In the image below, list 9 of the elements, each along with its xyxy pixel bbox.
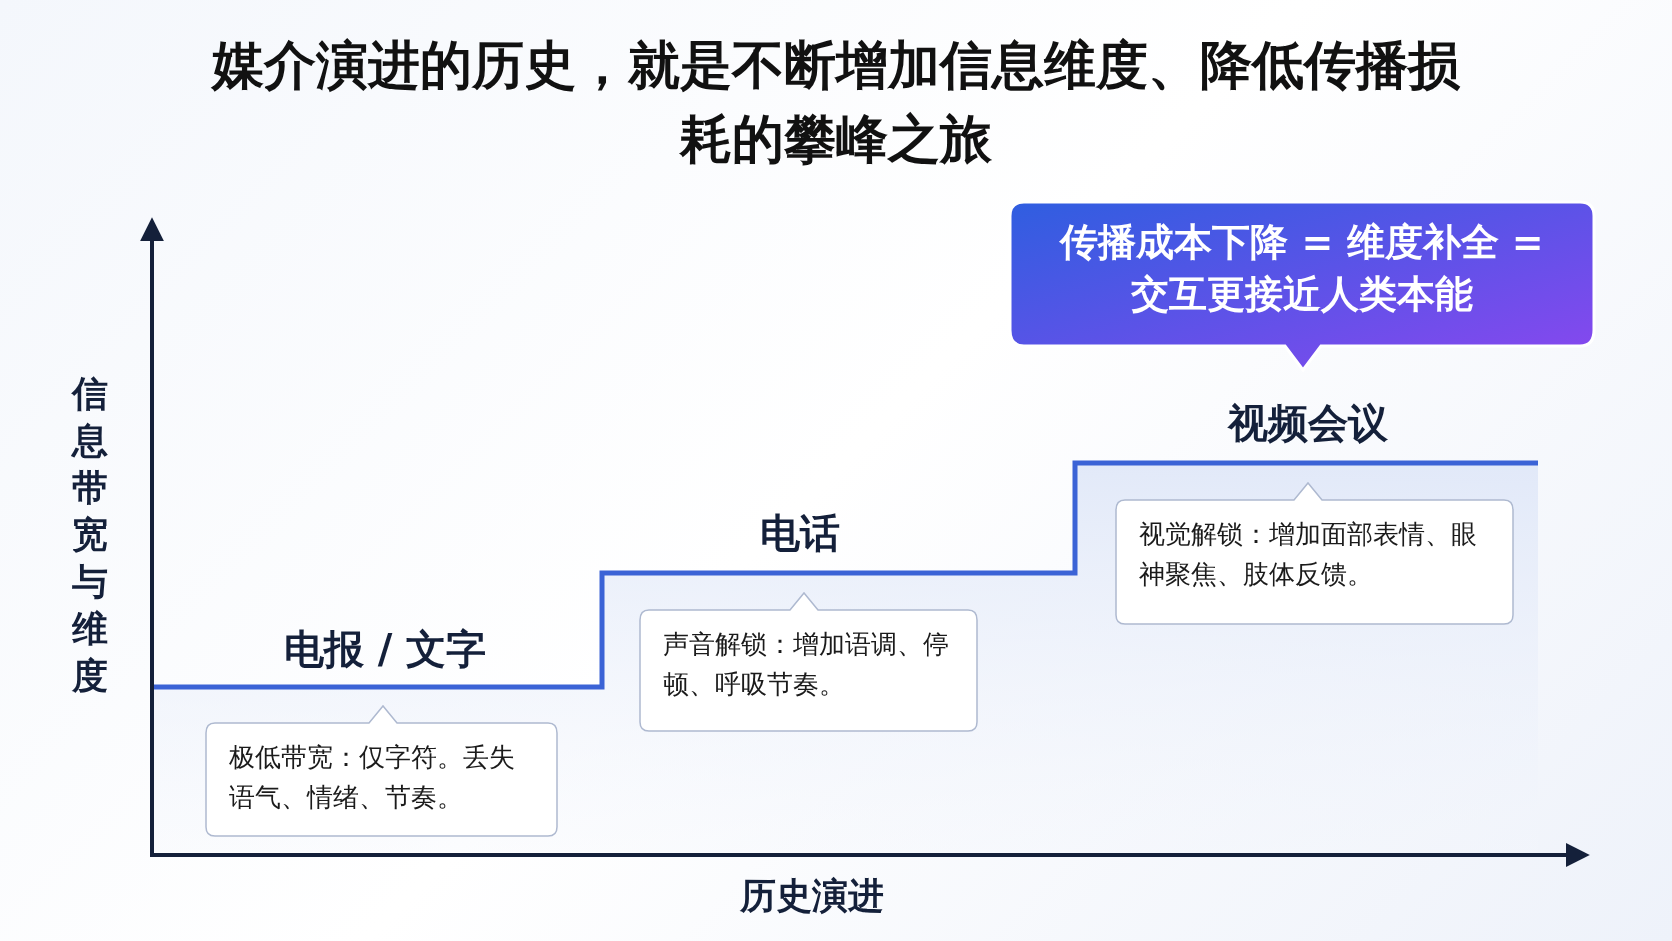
x-axis-title: 历史演进 [740, 874, 884, 918]
speech-bubble: 声音解锁：增加语调、停顿、呼吸节奏。 [639, 592, 978, 732]
speech-bubble: 视觉解锁：增加面部表情、眼神聚焦、肢体反馈。 [1115, 482, 1514, 625]
speech-bubble: 极低带宽：仅字符。丢失语气、情绪、节奏。 [205, 705, 558, 837]
step-heading: 电报 / 文字 [283, 625, 487, 674]
step-heading: 视频会议 [1228, 399, 1388, 448]
y-axis-title: 信息带宽与维度 [70, 372, 109, 698]
title: 媒介演进的历史，就是不断增加信息维度、降低传播损耗的攀峰之旅 [210, 34, 1461, 171]
step-heading: 电话 [760, 509, 840, 558]
